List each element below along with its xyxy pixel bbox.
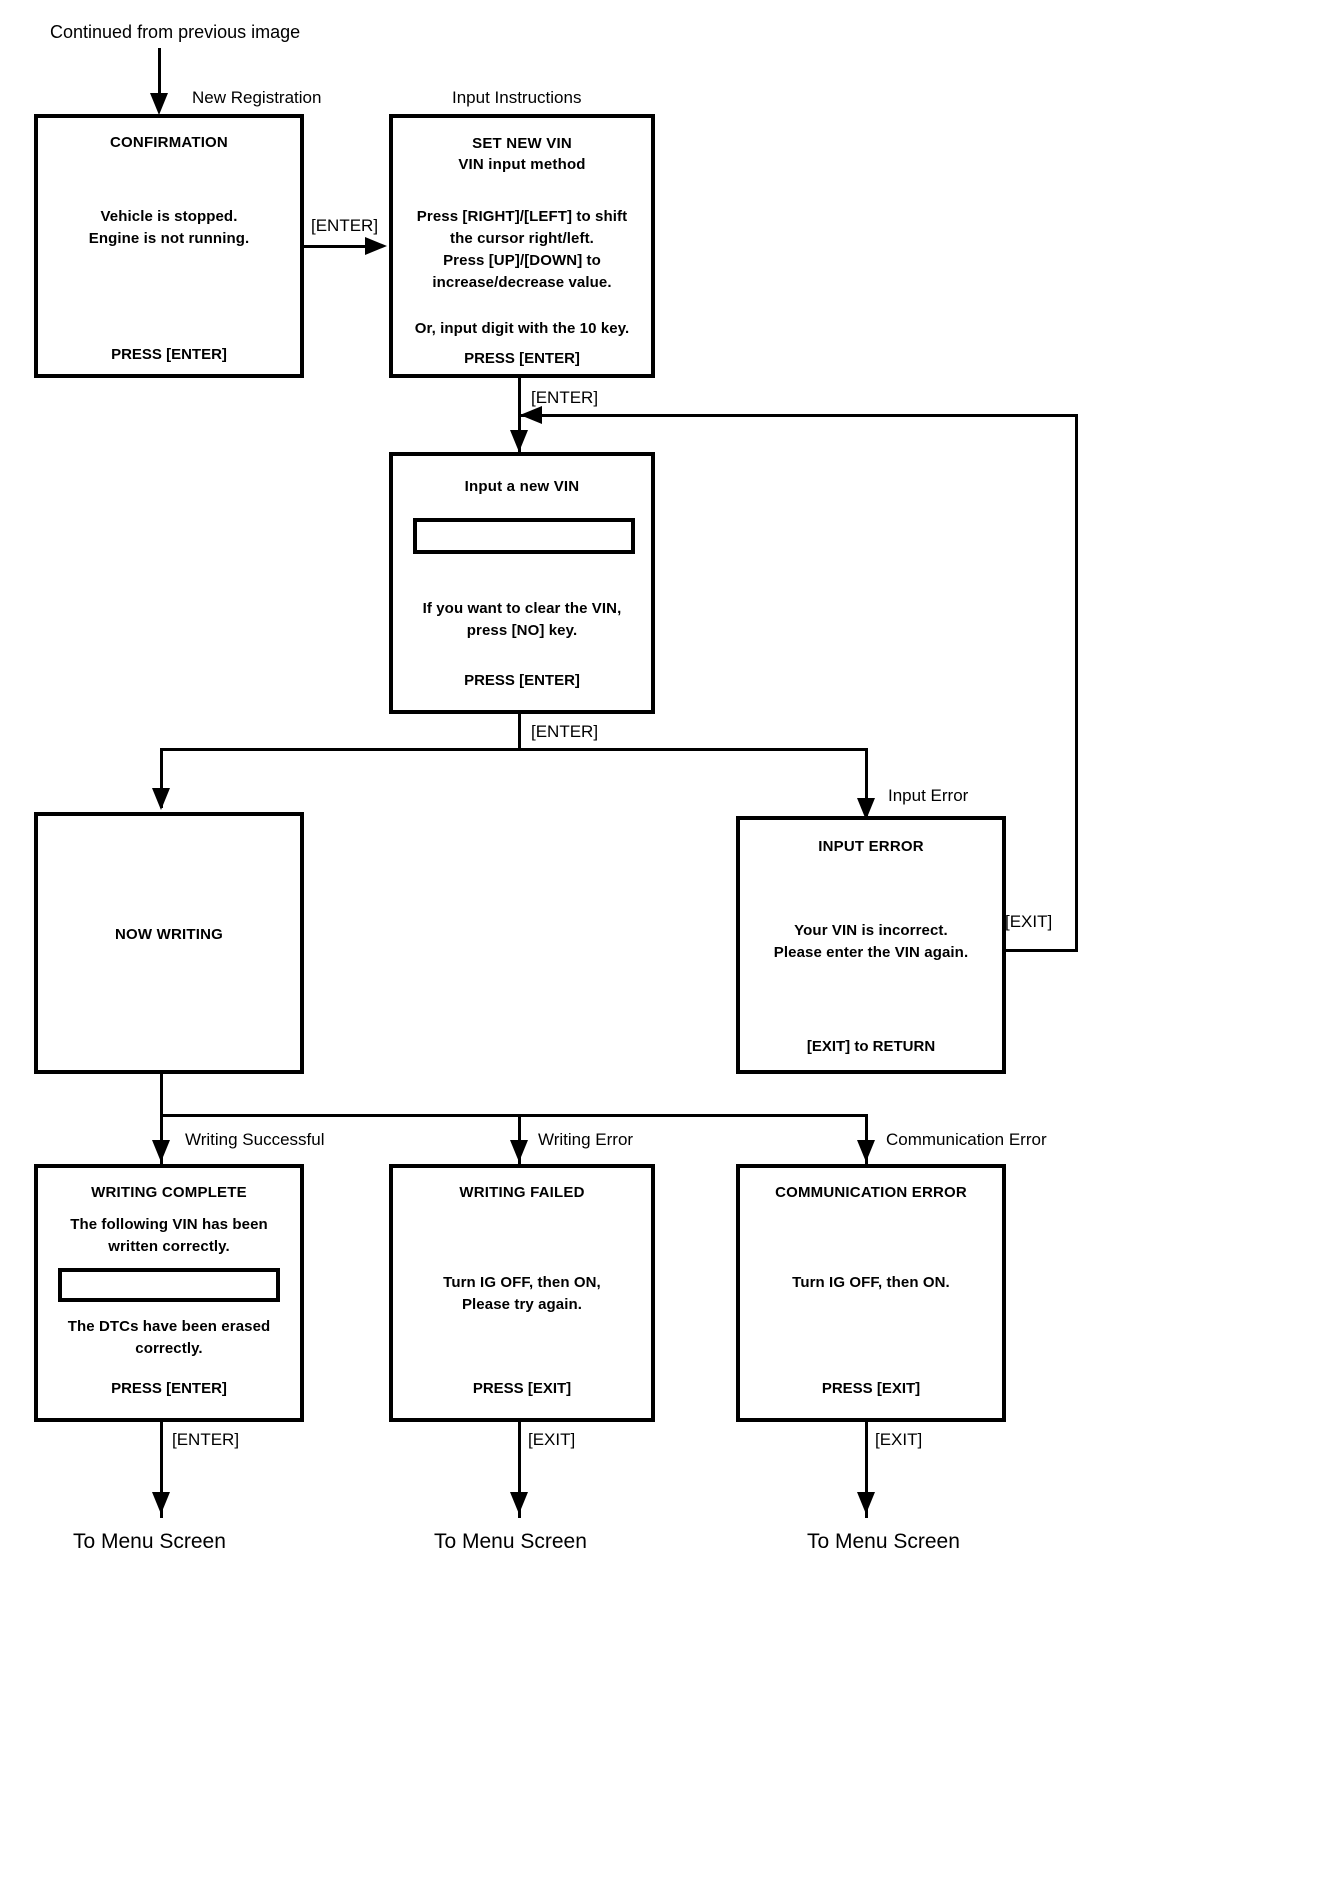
writing-complete-title: WRITING COMPLETE (91, 1184, 247, 1201)
connector-confirmation-to-instructions (304, 245, 382, 248)
arrowhead-instructions-to-vin (510, 430, 528, 452)
communication-error-title: COMMUNICATION ERROR (775, 1184, 967, 1201)
arrowhead-error-return (520, 406, 542, 424)
input-error-title: INPUT ERROR (818, 838, 924, 855)
connector-now-writing-stem (160, 1074, 163, 1116)
edge-label-error-exit: [EXIT] (1005, 912, 1053, 931)
writing-failed-footer: PRESS [EXIT] (472, 1380, 572, 1397)
set-new-vin-body-line-3: Press [UP]/[DOWN] to (443, 252, 601, 269)
caption-input-error: Input Error (888, 786, 969, 805)
confirmation-footer: PRESS [ENTER] (111, 346, 227, 363)
arrowhead-branch-to-input-error (857, 798, 875, 820)
set-new-vin-title-line-2: VIN input method (458, 156, 586, 173)
input-new-vin-title: Input a new VIN (464, 478, 580, 495)
input-error-body-line-1: Your VIN is incorrect. (794, 922, 948, 939)
screen-input-new-vin[interactable]: Input a new VIN If you want to clear the… (389, 452, 655, 714)
connector-result-bus (160, 1114, 868, 1117)
set-new-vin-body-line-2: the cursor right/left. (450, 230, 594, 247)
caption-input-instructions: Input Instructions (452, 88, 582, 107)
connector-error-exit-horizontal (1005, 949, 1078, 952)
screen-communication-error[interactable]: COMMUNICATION ERROR Turn IG OFF, then ON… (736, 1164, 1006, 1422)
arrowhead-bus-to-writing-failed (510, 1140, 528, 1162)
confirmation-title: CONFIRMATION (110, 134, 228, 151)
screen-set-new-vin[interactable]: SET NEW VIN VIN input method Press [RIGH… (389, 114, 655, 378)
confirmation-body-line-1: Vehicle is stopped. (100, 208, 238, 225)
connector-bus-to-writing-complete (160, 1114, 163, 1164)
connector-failed-to-menu (518, 1422, 521, 1518)
screen-confirmation[interactable]: CONFIRMATION Vehicle is stopped. Engine … (34, 114, 304, 378)
writing-failed-title: WRITING FAILED (459, 1184, 585, 1201)
writing-complete-vin-field (58, 1268, 280, 1302)
writing-failed-body-line-1: Turn IG OFF, then ON, (443, 1274, 601, 1291)
caption-new-registration: New Registration (192, 88, 322, 107)
writing-complete-body-bottom-line-2: correctly. (135, 1340, 203, 1357)
input-new-vin-footer: PRESS [ENTER] (464, 672, 580, 689)
set-new-vin-body-line-1: Press [RIGHT]/[LEFT] to shift (416, 208, 628, 225)
arrowhead-complete-to-menu (152, 1492, 170, 1514)
connector-bus-to-communication-error (865, 1114, 868, 1164)
connector-branch-to-input-error (865, 748, 868, 820)
set-new-vin-body-line-4: increase/decrease value. (432, 274, 612, 291)
connector-vin-to-branch-stem (518, 714, 521, 750)
input-error-footer: [EXIT] to RETURN (806, 1038, 936, 1055)
edge-label-confirmation-to-instructions: [ENTER] (311, 216, 379, 235)
writing-complete-body-bottom-line-1: The DTCs have been erased (67, 1318, 271, 1335)
input-new-vin-body-line-2: press [NO] key. (466, 622, 578, 639)
input-new-vin-body-line-1: If you want to clear the VIN, (422, 600, 622, 617)
arrowhead-bus-to-writing-complete (152, 1140, 170, 1162)
edge-label-comm-error-to-menu: [EXIT] (875, 1430, 923, 1449)
edge-label-complete-to-menu: [ENTER] (172, 1430, 240, 1449)
screen-input-error[interactable]: INPUT ERROR Your VIN is incorrect. Pleas… (736, 816, 1006, 1074)
terminal-menu-right: To Menu Screen (807, 1530, 960, 1553)
writing-failed-body-line-2: Please try again. (461, 1296, 583, 1313)
connector-bus-to-writing-failed (518, 1114, 521, 1164)
set-new-vin-footer: PRESS [ENTER] (464, 350, 580, 367)
connector-error-return-vertical (1075, 414, 1078, 952)
screen-writing-failed[interactable]: WRITING FAILED Turn IG OFF, then ON, Ple… (389, 1164, 655, 1422)
arrowhead-comm-error-to-menu (857, 1492, 875, 1514)
caption-communication-error: Communication Error (886, 1130, 1047, 1149)
communication-error-body-line-1: Turn IG OFF, then ON. (792, 1274, 950, 1291)
connector-branch-to-now-writing (160, 748, 163, 808)
arrowhead-confirmation-to-instructions (365, 237, 387, 255)
screen-now-writing[interactable]: NOW WRITING (34, 812, 304, 1074)
now-writing-title: NOW WRITING (114, 926, 223, 943)
connector-instructions-to-vin (518, 378, 521, 452)
confirmation-body-line-2: Engine is not running. (88, 230, 250, 247)
arrowhead-bus-to-communication-error (857, 1140, 875, 1162)
set-new-vin-body-line-5: Or, input digit with the 10 key. (414, 320, 630, 337)
input-error-body-line-2: Please enter the VIN again. (773, 944, 969, 961)
communication-error-footer: PRESS [EXIT] (821, 1380, 921, 1397)
connector-complete-to-menu (160, 1422, 163, 1518)
connector-comm-error-to-menu (865, 1422, 868, 1518)
writing-complete-body-top-line-1: The following VIN has been (70, 1216, 268, 1233)
set-new-vin-title-line-1: SET NEW VIN (472, 135, 572, 152)
screen-writing-complete[interactable]: WRITING COMPLETE The following VIN has b… (34, 1164, 304, 1422)
caption-writing-error: Writing Error (538, 1130, 634, 1149)
edge-label-vin-to-branch: [ENTER] (531, 722, 599, 741)
connector-branch-bus (160, 748, 868, 751)
arrowhead-branch-to-now-writing (152, 788, 170, 810)
writing-complete-footer: PRESS [ENTER] (111, 1380, 227, 1397)
arrowhead-note-to-confirmation (150, 93, 168, 115)
continued-note: Continued from previous image (50, 22, 301, 42)
caption-writing-successful: Writing Successful (185, 1130, 325, 1149)
connector-error-return-horizontal (520, 414, 1078, 417)
connector-note-to-confirmation (158, 48, 161, 100)
edge-label-failed-to-menu: [EXIT] (528, 1430, 576, 1449)
writing-complete-body-top-line-2: written correctly. (108, 1238, 230, 1255)
edge-label-instructions-to-vin: [ENTER] (531, 388, 599, 407)
vin-input-field[interactable] (413, 518, 635, 554)
terminal-menu-center: To Menu Screen (434, 1530, 587, 1553)
terminal-menu-left: To Menu Screen (73, 1530, 226, 1553)
arrowhead-failed-to-menu (510, 1492, 528, 1514)
